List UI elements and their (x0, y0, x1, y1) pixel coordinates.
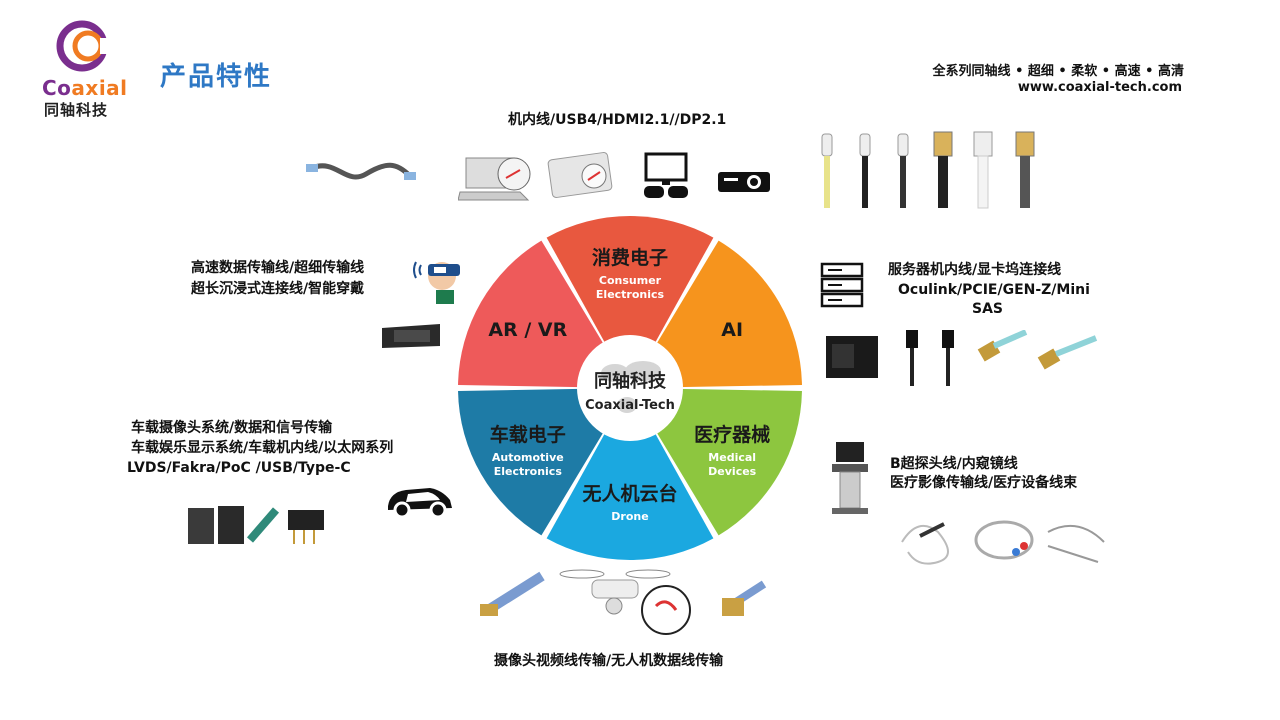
label-arvr-1: 高速数据传输线/超细传输线 (191, 260, 365, 276)
wheel-segment (546, 216, 714, 388)
label-server-3: SAS (972, 301, 1004, 317)
wheel-segment (458, 388, 630, 536)
segment-title: 车载电子 (490, 423, 566, 446)
ultrasound-icon (832, 442, 868, 514)
page-title: 产品特性 (160, 62, 273, 92)
car-icon (388, 488, 452, 519)
wheel-segment (630, 388, 802, 536)
segment-title: AR / VR (488, 319, 567, 341)
tagline: 全系列同轴线 • 超细 • 柔软 • 高速 • 高清 (932, 64, 1184, 79)
label-auto-1: 车载摄像头系统/数据和信号传输 (131, 420, 333, 436)
website-link: www.coaxial-tech.com (1017, 80, 1182, 95)
label-arvr-2: 超长沉浸式连接线/智能穿戴 (191, 281, 365, 297)
brand-name-cn: 同轴科技 (44, 101, 109, 119)
wheel-segment (630, 240, 802, 388)
label-top: 机内线/USB4/HDMI2.1//DP2.1 (508, 112, 727, 128)
segment-subtitle: Devices (708, 465, 757, 478)
wheel-segment (546, 388, 714, 560)
label-auto-3: LVDS/Fakra/PoC /USB/Type-C (127, 460, 351, 476)
segment-subtitle: Electronics (596, 288, 665, 301)
segment-subtitle: Medical (708, 451, 756, 464)
label-server-2: Oculink/PCIE/GEN-Z/Mini (898, 282, 1090, 298)
segment-subtitle: Consumer (599, 274, 662, 287)
tablet-icon (547, 152, 613, 198)
center-subtitle: Coaxial-Tech (585, 398, 675, 413)
monitor-gamepad-icon (644, 152, 688, 198)
brand-word-part2: axial (71, 76, 128, 100)
label-medical-2: 医疗影像传输线/医疗设备线束 (890, 475, 1078, 491)
segment-subtitle: Automotive (492, 451, 564, 464)
connector-closeup-image (722, 580, 767, 616)
sas-cables-image (977, 330, 1098, 370)
laptop-icon (458, 157, 531, 201)
brand-wordmark: Coaxial (42, 76, 132, 100)
oculink-cables-image (906, 330, 954, 386)
camera-cable-image (480, 571, 545, 616)
brand-word-part1: Co (42, 76, 72, 100)
ar-glasses-image (382, 324, 440, 348)
usb-hdmi-cables-image (821, 131, 1035, 209)
medical-cables-image (901, 520, 1105, 565)
label-server-1: 服务器机内线/显卡坞连接线 (888, 262, 1062, 278)
wheel-segment (458, 240, 630, 388)
label-bottom: 摄像头视频线传输/无人机数据线传输 (494, 653, 724, 669)
segment-subtitle: Electronics (494, 465, 563, 478)
vr-user-icon (413, 261, 460, 304)
label-auto-2: 车载娱乐显示系统/车载机内线/以太网系列 (131, 440, 394, 456)
segment-title: AI (721, 319, 743, 341)
wheel-center (577, 335, 683, 441)
flex-cable-image (306, 162, 416, 180)
segment-subtitle: Drone (611, 510, 648, 523)
segment-title: 医疗器械 (694, 423, 770, 446)
automotive-connectors-image (188, 506, 324, 544)
server-rack-icon (820, 262, 864, 308)
gpu-dock-image (826, 336, 878, 378)
projector-icon (718, 172, 770, 192)
drone-image (559, 569, 691, 635)
segment-title: 消费电子 (592, 246, 668, 269)
segment-title: 无人机云台 (582, 482, 677, 505)
world-map-icon (601, 361, 661, 413)
label-medical-1: B超探头线/内窥镜线 (890, 456, 1018, 472)
center-title: 同轴科技 (594, 370, 667, 392)
industry-wheel: 消费电子ConsumerElectronicsAI医疗器械MedicalDevi… (458, 216, 802, 560)
logo-mark-icon (56, 20, 110, 72)
